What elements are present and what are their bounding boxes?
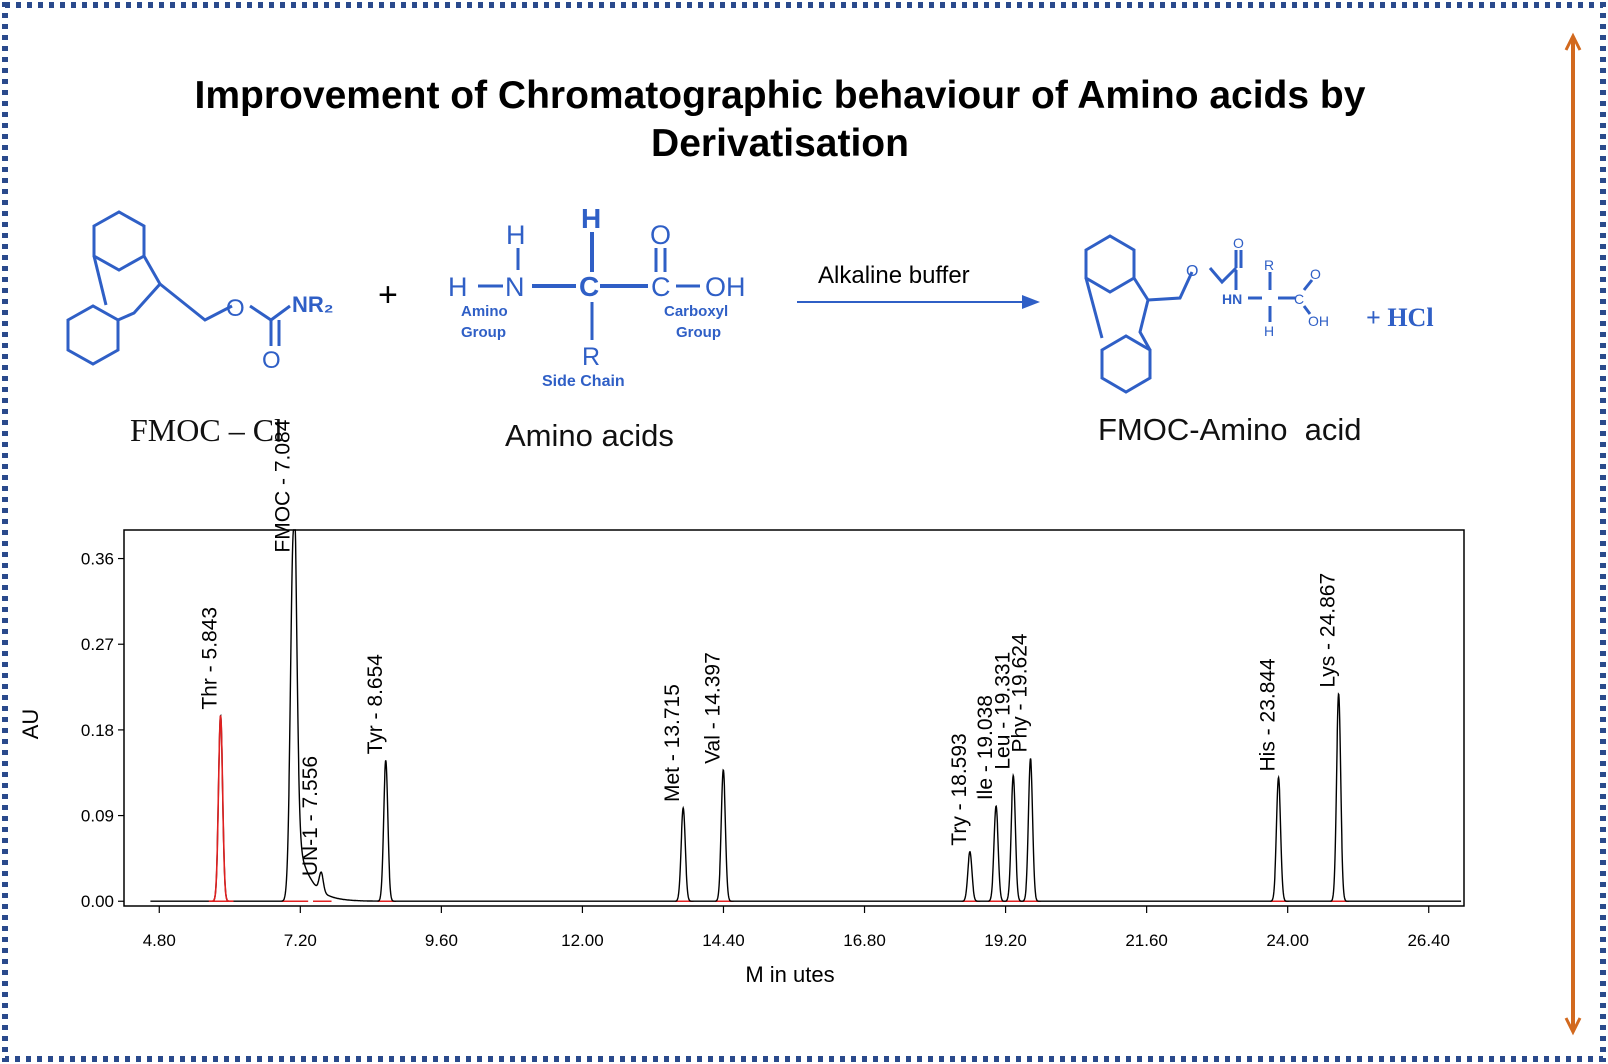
fmoc-amino-acid-structure xyxy=(1084,234,1314,394)
reagent-caption: FMOC – Cl xyxy=(130,412,283,448)
peak-label: Leu - 19.331 xyxy=(991,652,1014,770)
chromatogram-trace xyxy=(150,529,1462,902)
x-tick-label: 24.00 xyxy=(1266,931,1309,950)
peak-label: Thr - 5.843 xyxy=(199,607,222,710)
peak-label: Ile - 19.038 xyxy=(974,695,997,800)
x-tick-label: 9.60 xyxy=(425,931,458,950)
peak-label: Lys - 24.867 xyxy=(1317,573,1340,688)
x-tick-label: 21.60 xyxy=(1125,931,1168,950)
fmoc-cl-structure xyxy=(66,210,291,366)
product-carbonyl-oxygen-label: O xyxy=(1233,235,1244,251)
x-axis-label: M in utes xyxy=(745,962,834,987)
reagent-oxygen-label: O xyxy=(226,295,245,322)
y-axis-label: AU xyxy=(18,709,43,740)
y-tick-label: 0.36 xyxy=(81,550,114,569)
peak-thr xyxy=(208,715,234,902)
peak-label: Try - 18.593 xyxy=(948,733,971,845)
page-title-line-2: Derivatisation xyxy=(651,122,909,165)
y-tick-label: 0.09 xyxy=(81,807,114,826)
y-tick-label: 0.27 xyxy=(81,635,114,654)
product-hn-label: HN xyxy=(1222,291,1242,307)
product-r-label: R xyxy=(1264,257,1274,273)
x-tick-label: 14.40 xyxy=(702,931,745,950)
peak-label: Val - 14.397 xyxy=(701,652,724,764)
peak-label: His - 23.844 xyxy=(1256,658,1279,772)
amino-acid-structure xyxy=(478,232,700,340)
page-title-line-1: Improvement of Chromatographic behaviour… xyxy=(194,74,1366,117)
side-chain-label: Side Chain xyxy=(542,373,625,390)
x-tick-label: 12.00 xyxy=(561,931,604,950)
reagent-carbonyl-oxygen-label: O xyxy=(262,347,281,374)
peak-label: Phy - 19.624 xyxy=(1008,633,1031,752)
y-axis: 0.00 0.09 0.18 0.27 0.36 xyxy=(81,550,124,911)
peak-label: Tyr - 8.654 xyxy=(364,654,387,755)
amino-group-label-2: Group xyxy=(461,324,506,341)
y-tick-label: 0.00 xyxy=(81,892,114,911)
x-axis: 4.80 7.20 9.60 12.00 14.40 16.80 19.20 21.60 24.… xyxy=(143,906,1450,950)
amino-n-label: N xyxy=(505,272,525,302)
amino-c-alpha-label: C xyxy=(579,271,599,302)
bracket-arrow-down-icon xyxy=(1564,1017,1582,1036)
x-tick-label: 7.20 xyxy=(284,931,317,950)
product-c-label: C xyxy=(1294,291,1304,307)
carboxyl-group-label-2: Group xyxy=(676,324,721,341)
x-tick-label: 26.40 xyxy=(1407,931,1450,950)
x-tick-label: 4.80 xyxy=(143,931,176,950)
peak-label: UN-1 - 7.556 xyxy=(299,756,322,876)
amino-oxygen-label: O xyxy=(650,220,671,250)
product-ester-oxygen-label: O xyxy=(1186,263,1198,280)
x-tick-label: 16.80 xyxy=(843,931,886,950)
carboxyl-group-label-1: Carboxyl xyxy=(664,303,728,320)
plus-sign: + xyxy=(378,276,398,314)
amino-caption: Amino acids xyxy=(505,418,674,453)
x-tick-label: 19.20 xyxy=(984,931,1027,950)
peak-group xyxy=(150,529,1462,902)
product-caption: FMOC-Amino acid xyxy=(1098,412,1362,447)
reagent-group-label: NR₂ xyxy=(292,292,334,317)
arrow-label: Alkaline buffer xyxy=(818,262,970,289)
hcl-byproduct-label: + HCl xyxy=(1366,303,1434,332)
amino-carboxyl-c-label: C xyxy=(651,272,671,302)
y-tick-label: 0.18 xyxy=(81,721,114,740)
peak-label: FMOC - 7.084 xyxy=(271,419,294,552)
amino-h-top-label: H xyxy=(581,203,601,234)
product-oh-label: OH xyxy=(1308,313,1329,329)
plot-frame xyxy=(123,529,1465,907)
peak-label: Met - 13.715 xyxy=(661,684,684,802)
reaction-scheme: NR₂ O O + H H H N C O C OH R Amino Group… xyxy=(66,203,1434,394)
reaction-arrowhead-icon xyxy=(1022,295,1040,309)
amino-group-label-1: Amino xyxy=(461,303,508,320)
amino-r-label: R xyxy=(582,343,600,371)
amino-h-left-label: H xyxy=(448,272,468,302)
product-o-label: O xyxy=(1310,266,1321,282)
amino-h-n-label: H xyxy=(506,220,526,250)
bracket-arrow-up-icon xyxy=(1564,32,1582,51)
product-h-label: H xyxy=(1264,323,1274,339)
amino-oh-label: OH xyxy=(705,272,746,302)
